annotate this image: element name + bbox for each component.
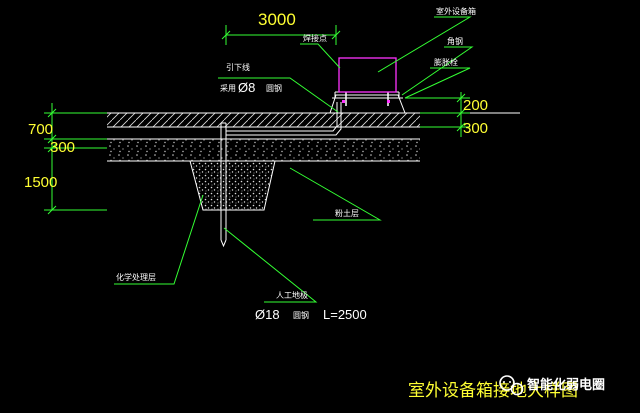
dim-200: 200 <box>463 97 488 114</box>
label-expansion-bolt: 膨胀栓 <box>434 57 458 67</box>
label-rod-length: L=2500 <box>323 307 367 322</box>
dim-3000: 3000 <box>258 10 296 29</box>
ground-surface <box>107 112 520 128</box>
dim-1500: 1500 <box>24 174 57 191</box>
dim-300-left: 300 <box>50 139 75 156</box>
dimension-top: 3000 <box>221 10 341 45</box>
label-rod-size: Ø18 <box>255 307 280 322</box>
annotation-labels: 室外设备箱 焊接点 角钢 膨胀栓 引下线 采用 Ø8 圆钢 粉土层 化学处理层 … <box>116 6 476 322</box>
leader-ground-rod <box>223 227 318 303</box>
label-material-prefix: 采用 <box>220 83 236 93</box>
outdoor-equipment-box <box>338 57 397 93</box>
leader-down-lead <box>218 77 339 113</box>
leader-fine-soil <box>289 167 382 221</box>
leader-lines <box>114 16 474 303</box>
label-round-steel-2: 圆钢 <box>293 310 309 320</box>
down-lead-wire <box>226 102 342 136</box>
label-weld-point: 焊接点 <box>303 33 327 43</box>
dimension-left: 700 300 1500 <box>24 103 107 215</box>
leader-outdoor-box <box>377 16 472 73</box>
watermark: 智能化弱电圈 <box>499 375 605 396</box>
dim-300-right: 300 <box>463 120 488 137</box>
watermark-text: 智能化弱电圈 <box>527 377 605 393</box>
label-chemical-layer: 化学处理层 <box>116 272 156 282</box>
fine-soil-layer <box>107 138 420 162</box>
label-outdoor-box: 室外设备箱 <box>436 6 476 16</box>
dim-700: 700 <box>28 121 53 138</box>
label-down-lead-size: Ø8 <box>238 80 255 95</box>
leader-chemical <box>114 194 204 285</box>
label-angle-steel: 角钢 <box>447 36 463 46</box>
wechat-icon <box>499 375 524 396</box>
drawing-title: 室外设备箱接地大样图 <box>408 381 578 401</box>
label-round-steel-1: 圆钢 <box>266 83 282 93</box>
label-ground-rod: 人工地极 <box>276 290 308 300</box>
chemical-treatment-pit <box>189 160 276 211</box>
leader-expansion-bolt <box>404 67 471 99</box>
leader-weld-point <box>300 43 341 69</box>
label-down-lead: 引下线 <box>226 62 250 72</box>
ground-rod <box>220 122 227 248</box>
leader-angle-steel <box>401 46 474 96</box>
dimension-right: 200 300 <box>405 92 488 137</box>
label-fine-soil: 粉土层 <box>335 208 359 218</box>
